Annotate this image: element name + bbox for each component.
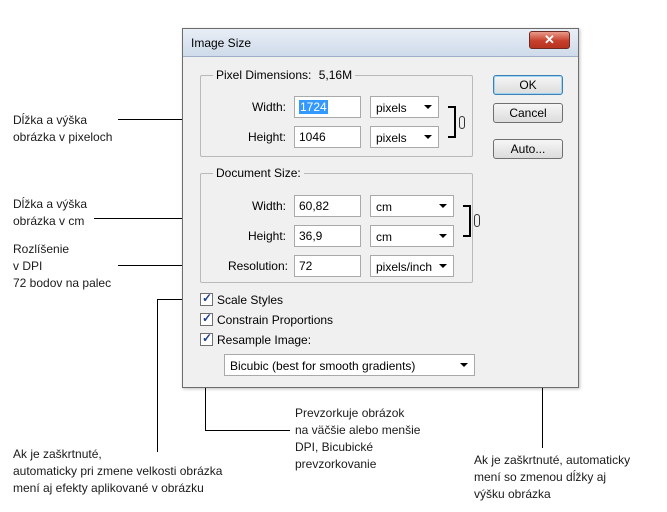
resolution-field[interactable]: 72	[294, 255, 361, 277]
pixel-height-label: Height:	[247, 130, 286, 144]
resolution-label: Resolution:	[227, 259, 288, 273]
annotation-dpi: Rozlíšenie v DPI 72 bodov na palec	[13, 241, 111, 292]
pointer-line	[118, 119, 228, 120]
auto-button[interactable]: Auto...	[493, 139, 563, 159]
annotation-text: výšku obrázka	[474, 487, 551, 501]
dialog-title: Image Size	[191, 36, 252, 50]
unit-label: pixels/inch	[376, 260, 433, 274]
constrain-proportions-label: Constrain Proportions	[217, 313, 334, 327]
resample-method-value: Bicubic (best for smooth gradients)	[230, 359, 416, 373]
checkmark-icon: ✓	[202, 331, 213, 345]
annotation-text: na väčšie alebo menšie	[295, 423, 421, 437]
legend-label: Pixel Dimensions:	[216, 68, 312, 82]
cancel-button[interactable]: Cancel	[493, 103, 563, 123]
doc-height-value: 36,9	[299, 229, 323, 243]
doc-width-label: Width:	[251, 199, 286, 213]
document-size-group: Document Size: Width: 60,82 cm Height: 3…	[200, 166, 480, 283]
annotation-text: prevzorkovanie	[295, 457, 377, 471]
image-size-dialog: Image Size ✕ Pixel Dimensions: 5,16M Wid…	[182, 28, 579, 388]
pointer-line	[205, 430, 290, 431]
resample-image-checkbox[interactable]: ✓	[200, 331, 213, 346]
doc-height-field[interactable]: 36,9	[294, 225, 361, 247]
annotation-text: Ak je zaškrtnuté,	[13, 447, 102, 461]
annotation-text: 72 bodov na palec	[13, 276, 112, 290]
dropdown-arrow-icon	[439, 204, 447, 208]
title-bar: Image Size ✕	[183, 29, 578, 57]
pixel-width-unit-select[interactable]: pixels	[370, 96, 439, 118]
annotation-text: DPI, Bicubické	[295, 440, 374, 454]
close-button[interactable]: ✕	[529, 31, 570, 49]
unit-label: pixels	[376, 101, 407, 115]
pointer-line	[542, 328, 543, 448]
unit-label: cm	[376, 200, 392, 214]
pixel-height-value: 1046	[299, 130, 326, 144]
annotation-text: Dĺžka a výška	[13, 113, 88, 127]
annotation-text: mení aj efekty aplikované v obrázku	[13, 481, 204, 495]
chain-link-icon	[474, 214, 480, 227]
resample-image-label: Resample Image:	[217, 333, 312, 347]
pixel-height-field[interactable]: 1046	[294, 126, 361, 148]
annotation-pixels: Dĺžka a výška obrázka v pixeloch	[13, 112, 112, 146]
dropdown-arrow-icon	[439, 234, 447, 238]
annotation-text: v DPI	[13, 259, 43, 273]
constrain-proportions-checkbox[interactable]: ✓	[200, 311, 213, 326]
pixel-width-label: Width:	[251, 100, 286, 114]
doc-width-field[interactable]: 60,82	[294, 195, 361, 217]
dropdown-arrow-icon	[439, 264, 447, 268]
annotation-text: Ak je zaškrtnuté, automaticky	[474, 453, 631, 467]
pixel-size-value: 5,16M	[318, 68, 353, 82]
checkmark-icon: ✓	[202, 311, 213, 325]
doc-height-unit-select[interactable]: cm	[370, 225, 454, 247]
checkmark-icon: ✓	[202, 291, 213, 305]
scale-styles-label: Scale Styles	[217, 293, 284, 307]
unit-label: pixels	[376, 131, 407, 145]
annotation-resample: Prevzorkuje obrázok na väčšie alebo menš…	[295, 405, 420, 473]
annotation-scale-styles: Ak je zaškrtnuté, automaticky pri zmene …	[13, 446, 222, 497]
chain-link-icon	[459, 116, 465, 129]
pixel-dimensions-legend: Pixel Dimensions: 5,16M	[213, 68, 356, 82]
dropdown-arrow-icon	[424, 135, 432, 139]
dropdown-arrow-icon	[424, 105, 432, 109]
annotation-cm: Dĺžka a výška obrázka v cm	[13, 196, 87, 230]
annotation-text: mení so zmenou dĺžky aj	[474, 470, 607, 484]
document-size-legend: Document Size:	[213, 166, 304, 180]
annotation-text: obrázka v pixeloch	[13, 130, 113, 144]
doc-height-label: Height:	[247, 229, 286, 243]
scale-styles-checkbox[interactable]: ✓	[200, 291, 213, 306]
pointer-line	[94, 218, 224, 219]
annotation-constrain: Ak je zaškrtnuté, automaticky mení so zm…	[474, 452, 630, 503]
pointer-line	[205, 345, 206, 431]
pixel-width-value: 1724	[299, 100, 328, 114]
dropdown-arrow-icon	[460, 363, 468, 367]
resolution-unit-select[interactable]: pixels/inch	[370, 255, 454, 277]
pixel-dimensions-group: Pixel Dimensions: 5,16M Width: 1724 pixe…	[200, 68, 473, 157]
resample-method-select[interactable]: Bicubic (best for smooth gradients)	[224, 354, 475, 376]
pixel-width-field[interactable]: 1724	[294, 96, 361, 118]
doc-width-value: 60,82	[299, 199, 330, 213]
pointer-line	[157, 299, 158, 452]
annotation-text: Prevzorkuje obrázok	[295, 406, 405, 420]
pointer-line	[118, 265, 208, 266]
unit-label: cm	[376, 230, 392, 244]
annotation-text: Dĺžka a výška	[13, 197, 88, 211]
annotation-text: automaticky pri zmene velkosti obrázka	[13, 464, 223, 478]
link-bracket	[463, 205, 471, 237]
link-bracket	[448, 106, 456, 138]
doc-width-unit-select[interactable]: cm	[370, 195, 454, 217]
ok-button[interactable]: OK	[493, 75, 563, 95]
annotation-text: obrázka v cm	[13, 214, 85, 228]
annotation-text: Rozlíšenie	[13, 242, 70, 256]
resolution-value: 72	[299, 259, 313, 273]
pointer-line	[157, 299, 201, 300]
pixel-height-unit-select[interactable]: pixels	[370, 126, 439, 148]
